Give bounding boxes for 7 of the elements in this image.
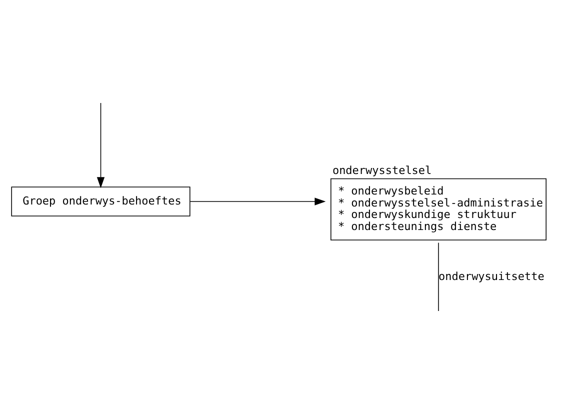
arrow bbox=[190, 198, 326, 206]
connector bbox=[438, 242, 439, 312]
edge-label: onderwysuitsette bbox=[438, 270, 544, 283]
node-label: onderwysstelsel bbox=[332, 164, 432, 178]
arrow bbox=[96, 102, 105, 188]
node-box: Groep onderwys-behoeftes bbox=[11, 186, 190, 216]
node-box: * onderwysbeleid * onderwysstelsel-administrasie * onderwyskundige struktuur * ondersteunings dienste bbox=[330, 178, 546, 240]
